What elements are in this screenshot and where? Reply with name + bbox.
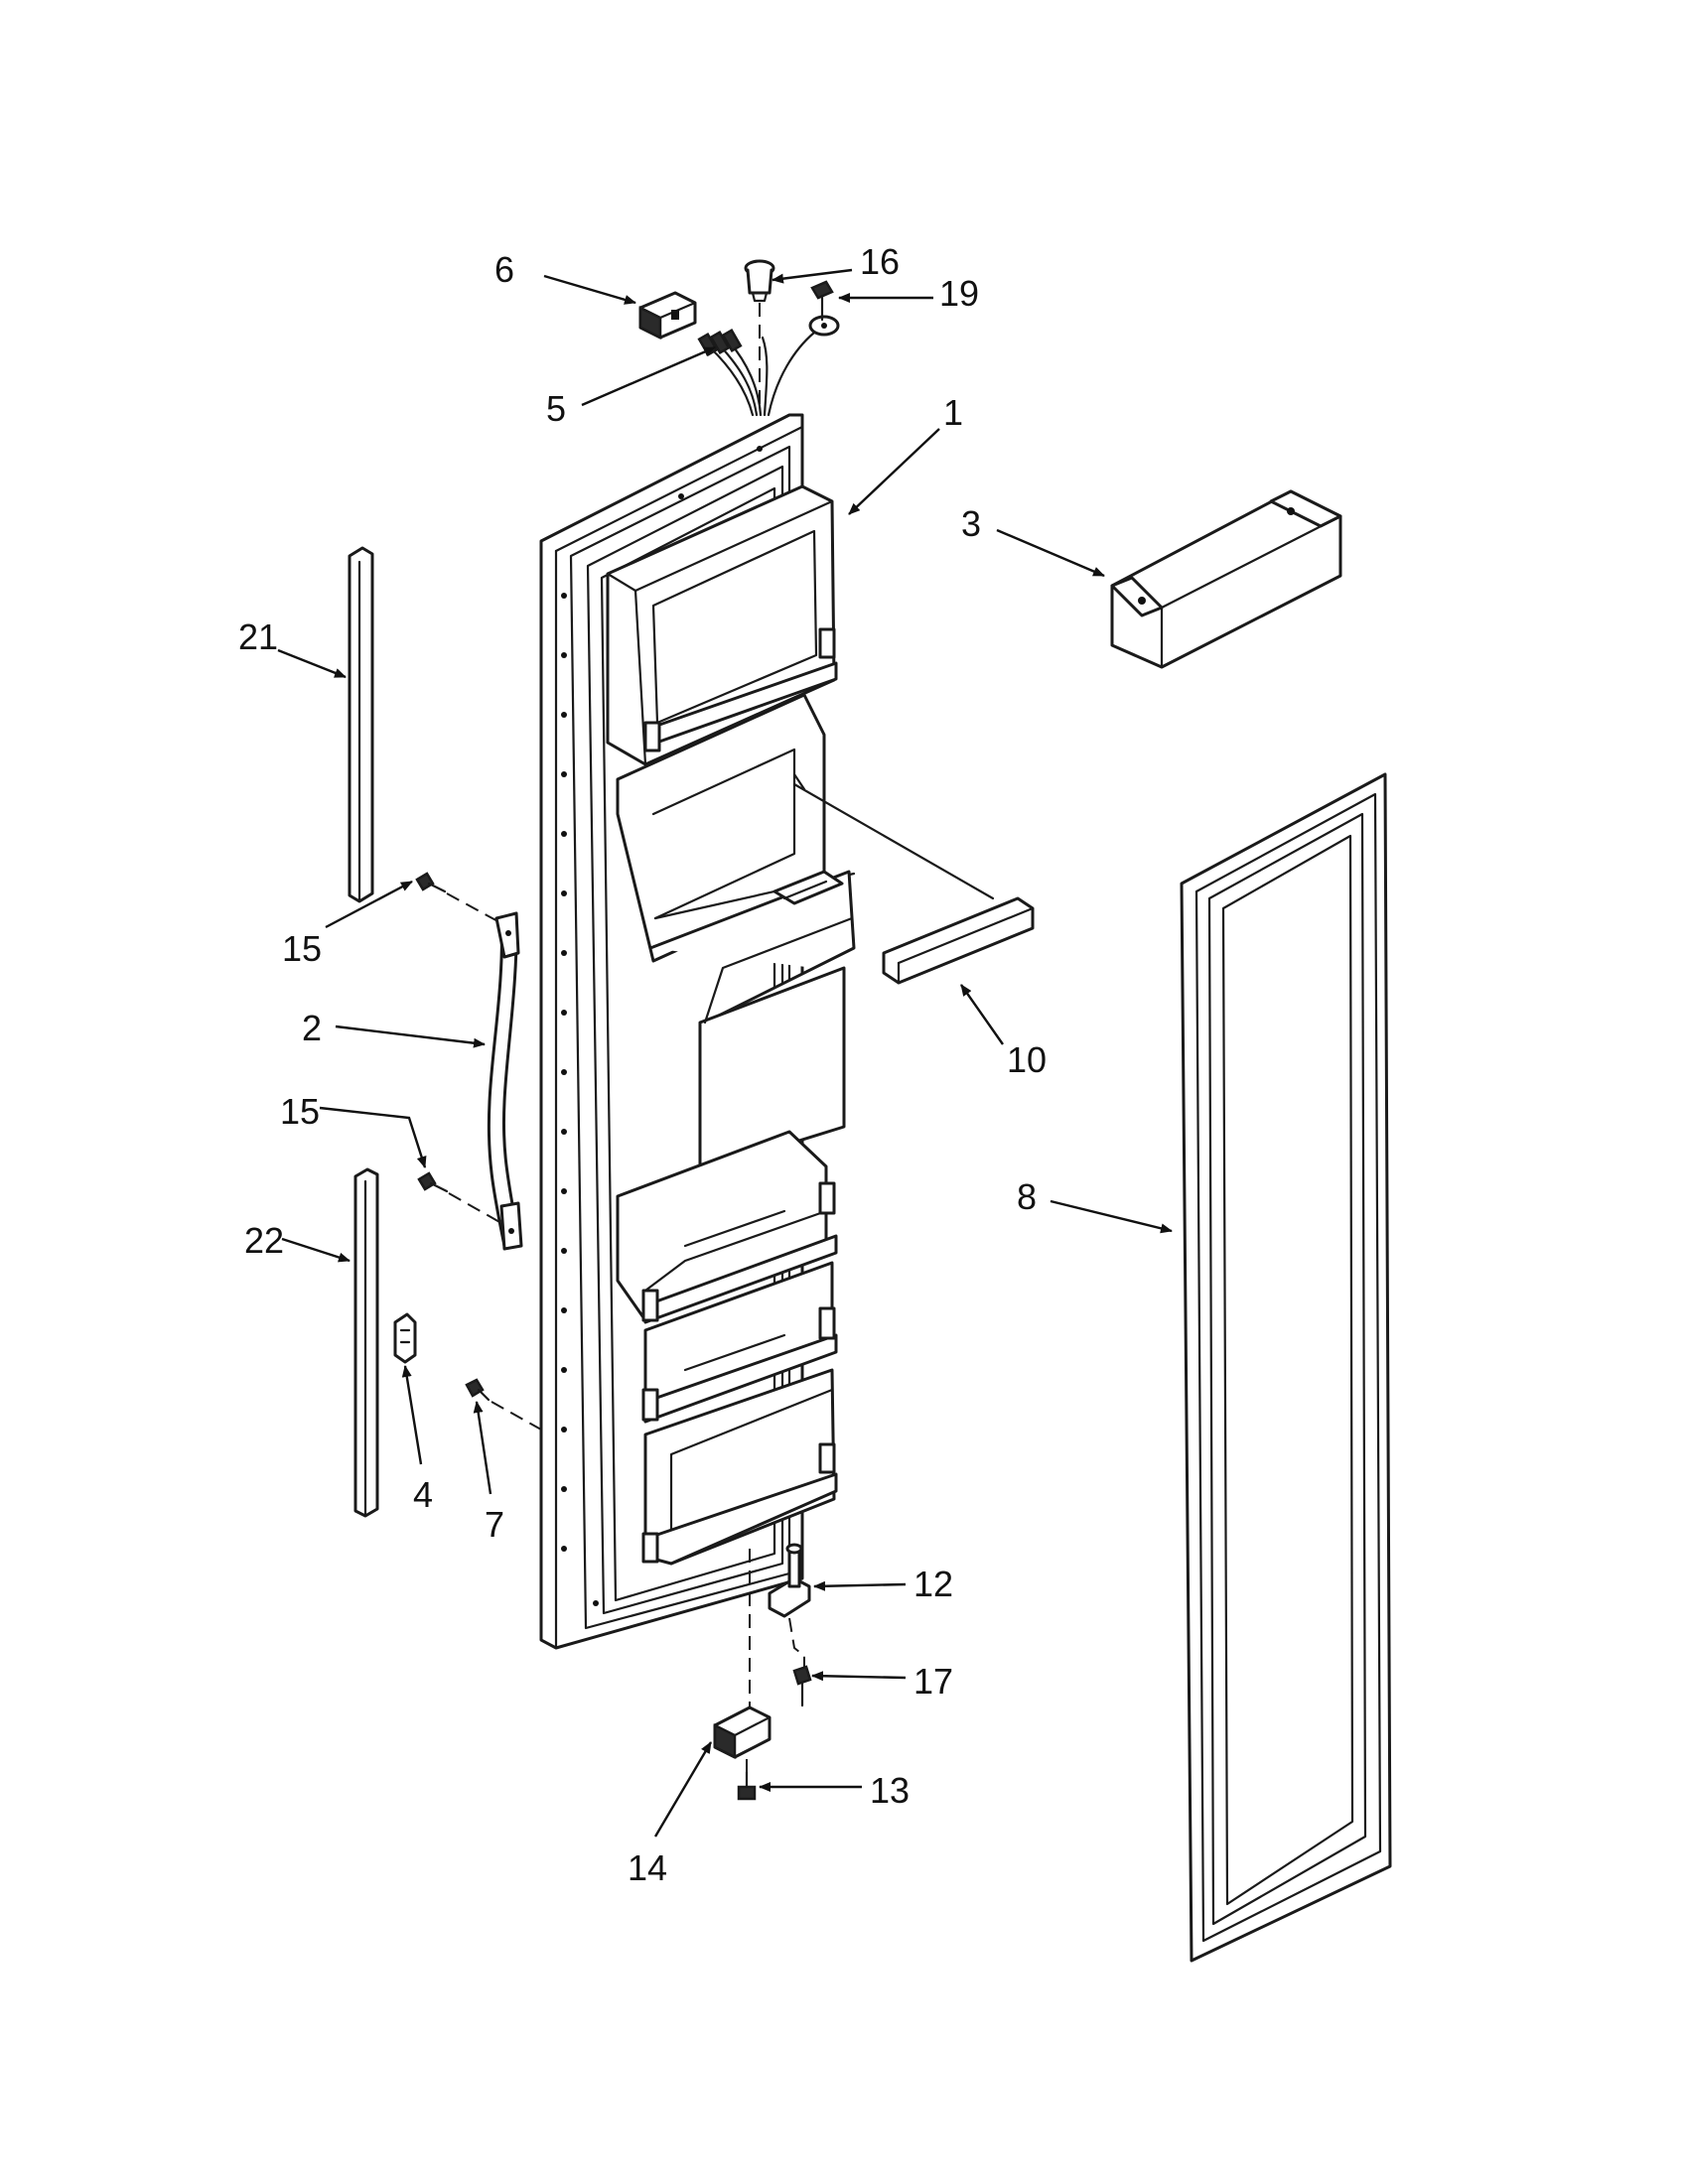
part-screw-15b[interactable] (417, 1171, 502, 1224)
callout-12: 12 (913, 1564, 953, 1604)
callout-22: 22 (244, 1220, 284, 1261)
part-connector[interactable] (638, 291, 697, 341)
callout-3: 3 (961, 503, 981, 544)
callout-10: 10 (1007, 1039, 1047, 1080)
part-trim-21[interactable] (348, 546, 374, 903)
part-trim-22[interactable] (353, 1167, 379, 1518)
callout-5: 5 (546, 388, 566, 429)
part-gasket-8[interactable] (1180, 772, 1392, 1963)
leader-lines (277, 268, 1173, 1838)
leader-14 (653, 1741, 713, 1838)
callout-15b: 15 (280, 1091, 320, 1132)
leader-8 (1050, 1199, 1173, 1234)
callout-14: 14 (628, 1847, 667, 1888)
leader-15a (325, 880, 413, 929)
part-screw-15a[interactable] (415, 872, 502, 924)
leader-12 (813, 1580, 907, 1591)
part-handle-2[interactable] (487, 911, 523, 1251)
leader-21 (277, 648, 347, 679)
leader-2 (335, 1024, 486, 1048)
part-plug-16[interactable] (744, 259, 775, 412)
leader-3 (996, 528, 1105, 578)
callout-8: 8 (1017, 1176, 1037, 1217)
part-shelf-3[interactable] (1110, 489, 1342, 669)
leader-16 (772, 268, 853, 284)
part-bar-10[interactable] (792, 782, 1035, 985)
part-screw-13[interactable] (737, 1770, 757, 1801)
callout-4: 4 (413, 1474, 433, 1515)
part-wire-harness[interactable] (697, 315, 840, 417)
part-screw-19[interactable] (810, 280, 834, 322)
leader-22 (281, 1237, 351, 1263)
leader-5 (581, 345, 716, 407)
leader-10 (960, 984, 1004, 1045)
part-door-assembly[interactable] (539, 413, 856, 1650)
callout-19: 19 (939, 273, 979, 314)
part-clip-4[interactable] (393, 1312, 417, 1364)
leader-7 (473, 1401, 492, 1495)
part-hinge-12[interactable] (768, 1543, 811, 1668)
callout-21: 21 (238, 616, 278, 657)
callout-1: 1 (943, 392, 963, 433)
part-screw-7[interactable] (465, 1378, 542, 1431)
leader-15b (319, 1106, 427, 1168)
callout-2: 2 (302, 1008, 322, 1048)
leader-6 (543, 274, 636, 305)
leader-17 (811, 1671, 907, 1682)
leader-1 (848, 428, 940, 515)
leader-4 (401, 1365, 423, 1465)
callout-16: 16 (860, 241, 900, 282)
callout-labels: 6 16 19 5 1 3 21 15 2 15 10 8 22 4 7 12 … (238, 241, 1047, 1888)
callout-6: 6 (494, 249, 514, 290)
callout-7: 7 (485, 1504, 504, 1545)
callout-13: 13 (870, 1770, 910, 1811)
part-screw-17[interactable] (792, 1665, 812, 1707)
part-bracket-14[interactable] (713, 1549, 772, 1772)
callout-17: 17 (913, 1661, 953, 1702)
callout-15a: 15 (282, 928, 322, 969)
